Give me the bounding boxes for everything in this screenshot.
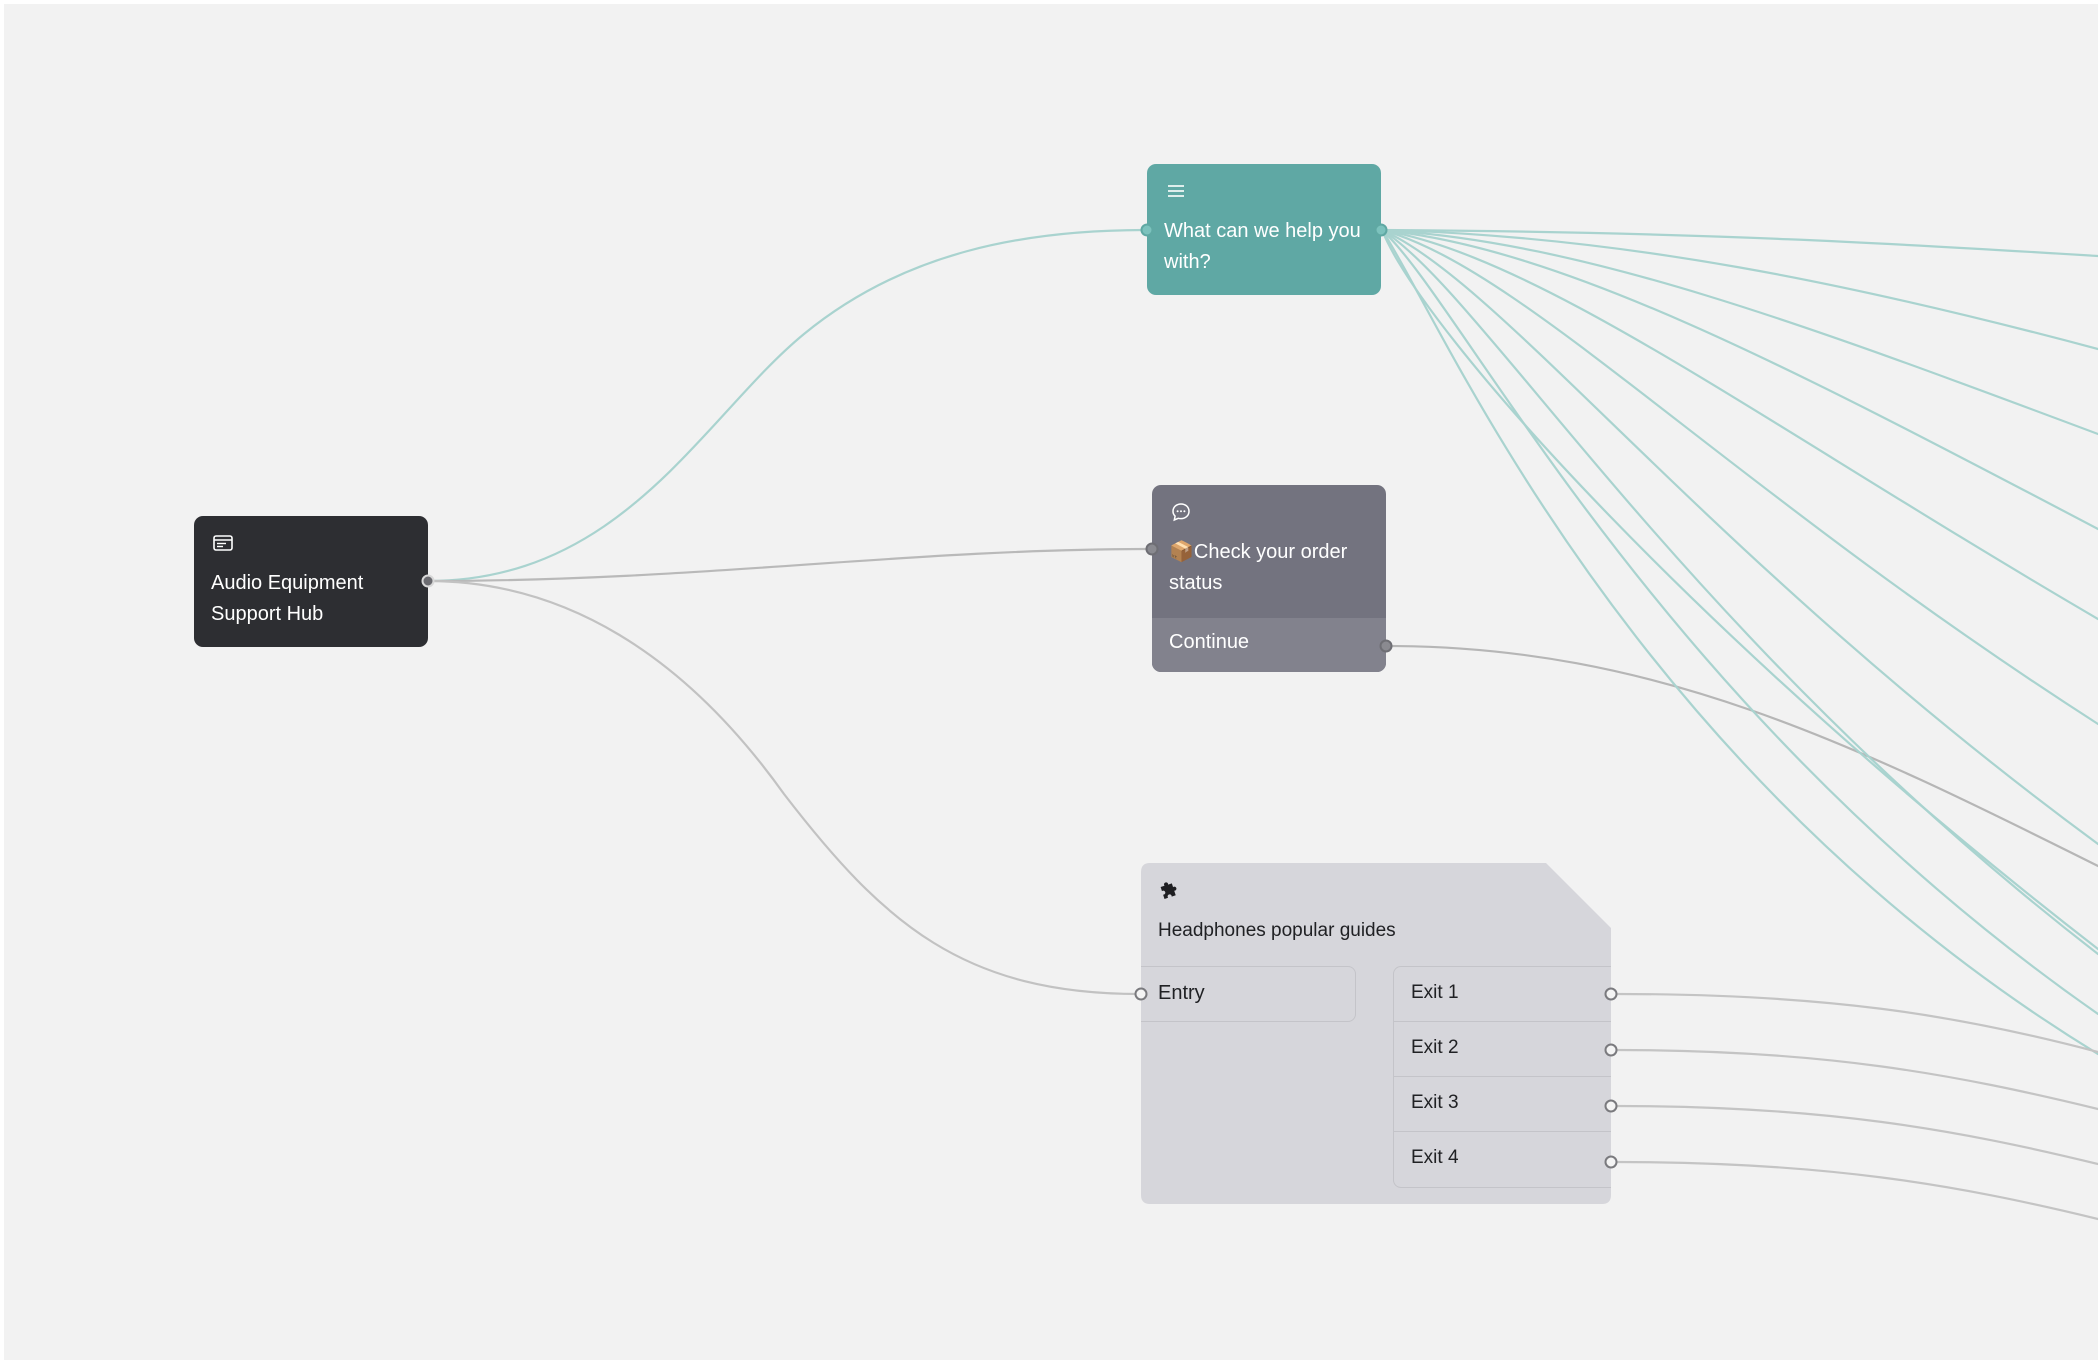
edge-hub-to-help [426, 228, 1148, 583]
choice-node-what-can-we-help[interactable]: What can we help you with? [1140, 164, 1388, 295]
component-node-headphones-guides[interactable]: Headphones popular guides Entry Exit 1 E… [1134, 863, 1618, 1204]
puzzle-piece-icon [1160, 882, 1177, 899]
entry-row[interactable]: Entry [1141, 966, 1356, 1022]
edge-help-fanout [1380, 228, 2098, 1056]
exit-2-port[interactable] [1604, 1043, 1618, 1057]
window-card-icon [213, 535, 233, 551]
order-continue-port[interactable] [1379, 639, 1393, 653]
exit-row[interactable]: Exit 2 [1394, 1022, 1611, 1077]
chat-bubble-icon [1172, 503, 1190, 522]
node-title: Headphones popular guides [1158, 920, 1396, 941]
edge-guides-exits [1614, 992, 2098, 1221]
guides-entry-port[interactable] [1134, 987, 1148, 1001]
node-title: What can we help you with? [1164, 220, 1361, 273]
exit-4-port[interactable] [1604, 1155, 1618, 1169]
continue-label: Continue [1169, 631, 1250, 653]
entry-label: Entry [1158, 982, 1205, 1004]
order-input-port[interactable] [1145, 542, 1159, 556]
edge-order-continue [1385, 644, 2098, 868]
exit-label: Exit 3 [1411, 1092, 1459, 1113]
start-node-audio-equipment-support-hub[interactable]: Audio Equipment Support Hub [194, 516, 435, 647]
exit-label: Exit 1 [1411, 982, 1459, 1003]
menu-lines-icon [1168, 185, 1184, 197]
exit-row[interactable]: Exit 4 [1394, 1132, 1611, 1187]
exit-label: Exit 2 [1411, 1037, 1459, 1058]
node-title: Audio Equipment Support Hub [211, 572, 364, 625]
flow-canvas[interactable]: Audio Equipment Support Hub What can we … [4, 4, 2098, 1360]
connection-lines [426, 228, 2098, 1221]
help-output-port[interactable] [1374, 223, 1388, 237]
edge-hub-to-order [426, 547, 1153, 583]
exit-label: Exit 4 [1411, 1147, 1459, 1168]
continue-row[interactable]: Continue [1152, 618, 1386, 672]
exit-row[interactable]: Exit 3 [1394, 1077, 1611, 1132]
node-title: 📦Check your order status [1169, 541, 1348, 594]
exit-3-port[interactable] [1604, 1099, 1618, 1113]
edge-hub-to-guides [426, 579, 1142, 996]
help-input-port[interactable] [1140, 223, 1154, 237]
message-node-check-order-status[interactable]: 📦Check your order status Continue [1145, 485, 1393, 672]
component-node-background [1141, 863, 1611, 1204]
hub-output-port[interactable] [421, 574, 435, 588]
exit-list: Exit 1 Exit 2 Exit 3 Exit 4 [1393, 966, 1611, 1188]
exit-row[interactable]: Exit 1 [1394, 967, 1611, 1022]
exit-1-port[interactable] [1604, 987, 1618, 1001]
